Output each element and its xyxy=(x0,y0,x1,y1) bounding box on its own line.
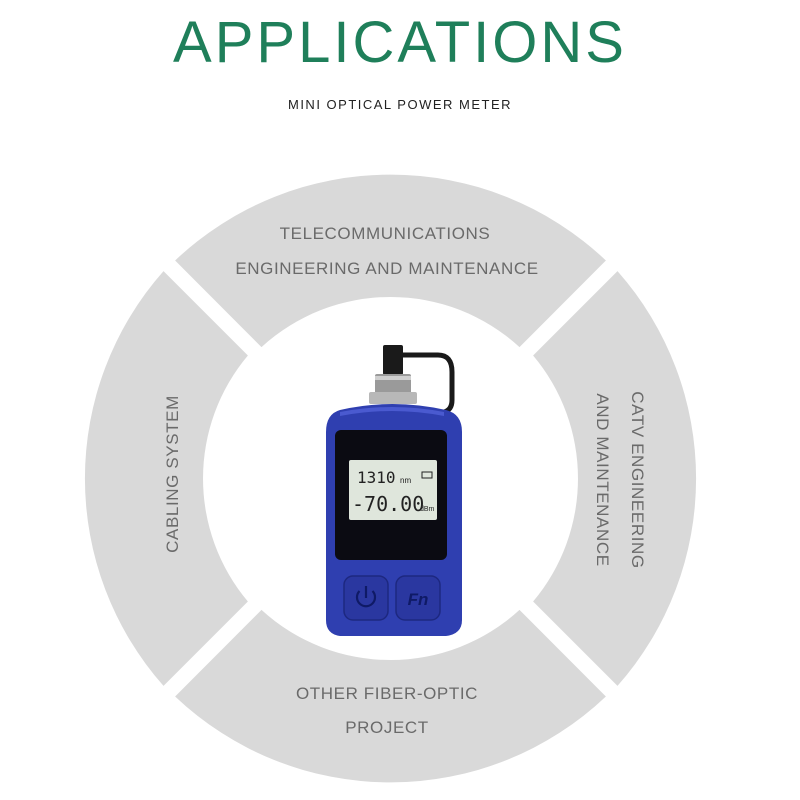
power-unit: dBm xyxy=(420,506,435,513)
page-subtitle: MINI OPTICAL POWER METER xyxy=(287,97,513,112)
power-icon xyxy=(355,586,377,608)
segment-right xyxy=(533,271,697,686)
segment-left xyxy=(84,271,248,686)
optical-power-meter: 1310 nm -70.00 dBm Fn xyxy=(326,404,462,636)
segment-bottom xyxy=(175,609,606,783)
segment-bottom-line2: PROJECT xyxy=(345,718,429,737)
segment-left-line1: CABLING SYSTEM xyxy=(163,395,182,553)
lcd-display xyxy=(349,460,437,520)
function-button-label: Fn xyxy=(408,590,429,609)
power-readout: -70.00 xyxy=(352,492,424,516)
wavelength-readout: 1310 xyxy=(357,468,396,487)
segment-top-line2: ENGINEERING AND MAINTENANCE xyxy=(235,259,538,278)
function-button[interactable] xyxy=(395,575,441,621)
page-title: APPLICATIONS xyxy=(173,10,627,75)
wavelength-unit: nm xyxy=(400,476,411,485)
segment-right-line2: AND MAINTENANCE xyxy=(593,393,612,566)
segment-top xyxy=(175,174,606,348)
segment-right-line1: CATV ENGINEERING xyxy=(628,391,647,568)
segment-bottom-line1: OTHER FIBER-OPTIC xyxy=(296,684,478,703)
segment-top-line1: TELECOMMUNICATIONS xyxy=(280,224,491,243)
battery-icon xyxy=(421,471,433,479)
fiber-cable xyxy=(383,345,455,415)
fiber-connector xyxy=(369,374,417,404)
